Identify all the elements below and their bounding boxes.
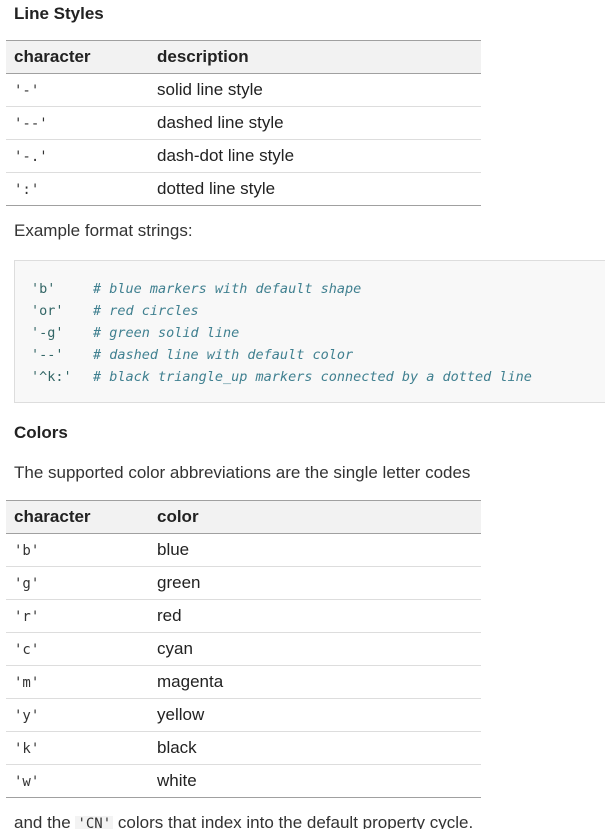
colors-table: character color 'b' blue 'g' green 'r' r… [6,500,481,798]
table-row: '--' dashed line style [6,106,481,140]
table-row: 'r' red [6,599,481,633]
format-string: 'or' [31,303,64,319]
color-char: 'b' [14,543,40,559]
code-line: '--' # dashed line with default color [31,344,605,366]
color-name: blue [149,533,481,567]
format-string: '--' [31,347,64,363]
cycle-text-before: and the [14,813,76,829]
line-styles-table: character description '-' solid line sty… [6,40,481,206]
line-styles-heading: Line Styles [14,4,104,23]
line-style-char: '-.' [14,149,48,165]
color-char: 'g' [14,576,40,592]
example-code-block[interactable]: 'b' # blue markers with default shape 'or… [14,260,605,403]
code-line: 'b' # blue markers with default shape [31,278,605,300]
format-string: 'b' [31,281,56,297]
table-row: 'g' green [6,566,481,600]
table-row: 'c' cyan [6,632,481,666]
cn-code: 'CN' [75,816,114,829]
code-line: '^k:' # black triangle_up markers connect… [31,366,605,388]
color-name: yellow [149,698,481,732]
color-char: 'r' [14,609,40,625]
color-char: 'k' [14,741,40,757]
line-style-description: dashed line style [149,106,481,140]
column-header-color: color [149,500,481,534]
format-string: '^k:' [31,369,72,385]
column-header-character: character [6,40,149,74]
color-char: 'm' [14,675,40,691]
color-name: magenta [149,665,481,699]
line-style-char: ':' [14,182,40,198]
table-row: '-.' dash-dot line style [6,139,481,173]
format-string: '-g' [31,325,64,341]
example-intro-text: Example format strings: [14,221,193,240]
color-char: 'y' [14,708,40,724]
line-style-description: dash-dot line style [149,139,481,173]
code-line: '-g' # green solid line [31,322,605,344]
line-style-description: dotted line style [157,179,276,198]
color-name: green [149,566,481,600]
colors-intro-text: The supported color abbreviations are th… [14,463,471,482]
color-char: 'c' [14,642,40,658]
code-comment: # blue markers with default shape [93,281,362,297]
table-row: 'k' black [6,731,481,765]
line-style-char: '-' [14,83,40,99]
table-row: 'b' blue [6,533,481,567]
table-row: 'y' yellow [6,698,481,732]
color-name: black [149,731,481,765]
color-name: red [149,599,481,633]
color-name: white [157,771,197,790]
colors-heading: Colors [14,423,68,442]
table-header-row: character description [6,40,481,74]
color-name: cyan [149,632,481,666]
column-header-description: description [149,40,481,74]
line-style-description: solid line style [149,73,481,107]
table-header-row: character color [6,500,481,534]
code-comment: # green solid line [93,325,240,341]
table-row: '-' solid line style [6,73,481,107]
table-row: 'm' magenta [6,665,481,699]
code-comment: # black triangle_up markers connected by… [93,369,532,385]
color-char: 'w' [14,774,40,790]
line-style-char: '--' [14,116,48,132]
code-comment: # dashed line with default color [93,347,354,363]
cycle-text-after: colors that index into the default prope… [113,813,474,829]
column-header-character: character [6,500,149,534]
cycle-colors-text: and the 'CN' colors that index into the … [14,812,473,829]
code-line: 'or' # red circles [31,300,605,322]
code-comment: # red circles [93,303,199,319]
table-row: ':' dotted line style [6,173,481,206]
table-row: 'w' white [6,765,481,798]
